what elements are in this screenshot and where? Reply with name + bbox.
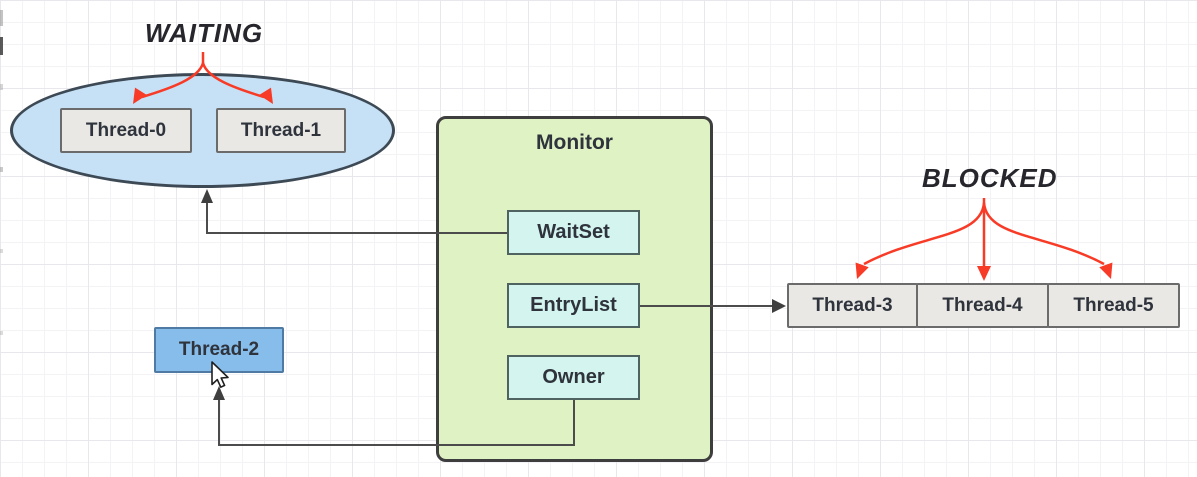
- edge-artifact: [0, 84, 3, 90]
- edge-artifact: [0, 167, 3, 172]
- arrowhead-to-thread2: [213, 386, 225, 400]
- entrylist-slot[interactable]: EntryList: [507, 283, 640, 328]
- thread-0-label: Thread-0: [85, 119, 167, 141]
- thread-0-node[interactable]: Thread-0: [60, 108, 192, 153]
- blocked-state-label: BLOCKED: [922, 163, 1058, 193]
- blocked-fan-left: [863, 202, 986, 266]
- thread-2-label: Thread-2: [178, 339, 260, 360]
- edge-artifact: [0, 10, 3, 26]
- thread-5-node[interactable]: Thread-5: [1047, 283, 1180, 328]
- thread-4-node[interactable]: Thread-4: [916, 283, 1049, 328]
- arrowhead-to-ellipse: [201, 189, 213, 203]
- blocked-arrowhead-left: [855, 262, 869, 279]
- thread-1-label: Thread-1: [240, 119, 322, 141]
- blocked-arrowhead-middle: [977, 266, 991, 281]
- thread-3-label: Thread-3: [812, 294, 893, 316]
- thread-5-label: Thread-5: [1073, 294, 1154, 316]
- waitset-slot[interactable]: WaitSet: [507, 210, 640, 255]
- waiting-state-label: WAITING: [144, 18, 264, 48]
- waitset-label: WaitSet: [537, 221, 610, 243]
- edge-artifact: [0, 249, 3, 253]
- owner-slot[interactable]: Owner: [507, 355, 640, 400]
- thread-3-node[interactable]: Thread-3: [787, 283, 918, 328]
- entrylist-label: EntryList: [530, 294, 617, 316]
- blocked-fan-right: [982, 202, 1105, 266]
- monitor-title: Monitor: [536, 131, 613, 154]
- edge-artifact: [0, 331, 3, 335]
- owner-label: Owner: [542, 366, 605, 388]
- edge-artifact: [0, 37, 3, 55]
- thread-4-label: Thread-4: [942, 294, 1023, 316]
- thread-1-node[interactable]: Thread-1: [216, 108, 346, 153]
- thread-2-node[interactable]: Thread-2: [154, 327, 284, 373]
- blocked-arrowhead-right: [1099, 262, 1113, 279]
- arrowhead-to-blocked: [772, 299, 786, 313]
